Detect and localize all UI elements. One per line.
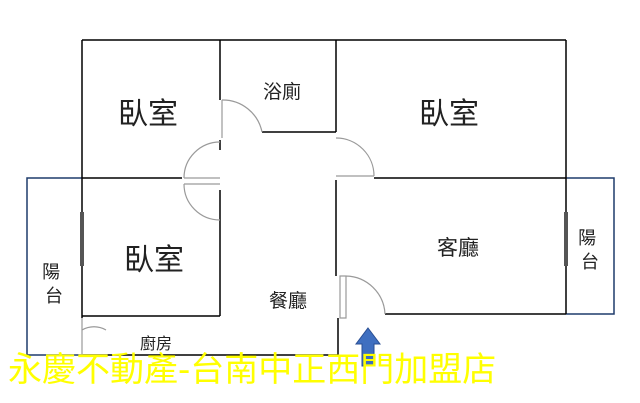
room-label-bathroom: 浴廁 (263, 80, 301, 103)
door-bedroom3 (183, 183, 221, 221)
room-label-balcony-left: 陽 台 (42, 262, 66, 307)
windows (80, 212, 568, 266)
balcony-right-line: 陽 (578, 228, 596, 249)
balcony-left-line: 陽 (42, 262, 60, 283)
room-label-bedroom-bottom-left: 臥室 (124, 243, 184, 278)
walls (81, 39, 567, 356)
room-label-balcony-right: 陽 台 (578, 228, 602, 273)
room-label-kitchen: 廚房 (140, 334, 172, 353)
balcony-right-line-char: 台 (581, 252, 599, 273)
up-arrow-icon (355, 327, 381, 367)
balcony-outlines (26, 177, 615, 356)
door-bedroom2 (335, 137, 375, 177)
right-balcony-outline (566, 177, 615, 315)
watermark-text: 永慶不動產-台南中正西門加盟店 (8, 350, 497, 390)
door-entrance (339, 275, 386, 319)
door-bedroom1 (183, 141, 221, 179)
left-balcony-outline (26, 177, 82, 356)
doors (81, 99, 386, 355)
room-label-living-room: 客廳 (437, 236, 479, 260)
room-label-dining-room: 餐廳 (269, 290, 307, 312)
balcony-left-line-char: 台 (45, 286, 63, 307)
door-bathroom (221, 99, 263, 138)
room-label-bedroom-top-left: 臥室 (118, 97, 178, 132)
room-label-bedroom-top-right: 臥室 (419, 97, 479, 132)
door-kitchen (81, 318, 107, 355)
